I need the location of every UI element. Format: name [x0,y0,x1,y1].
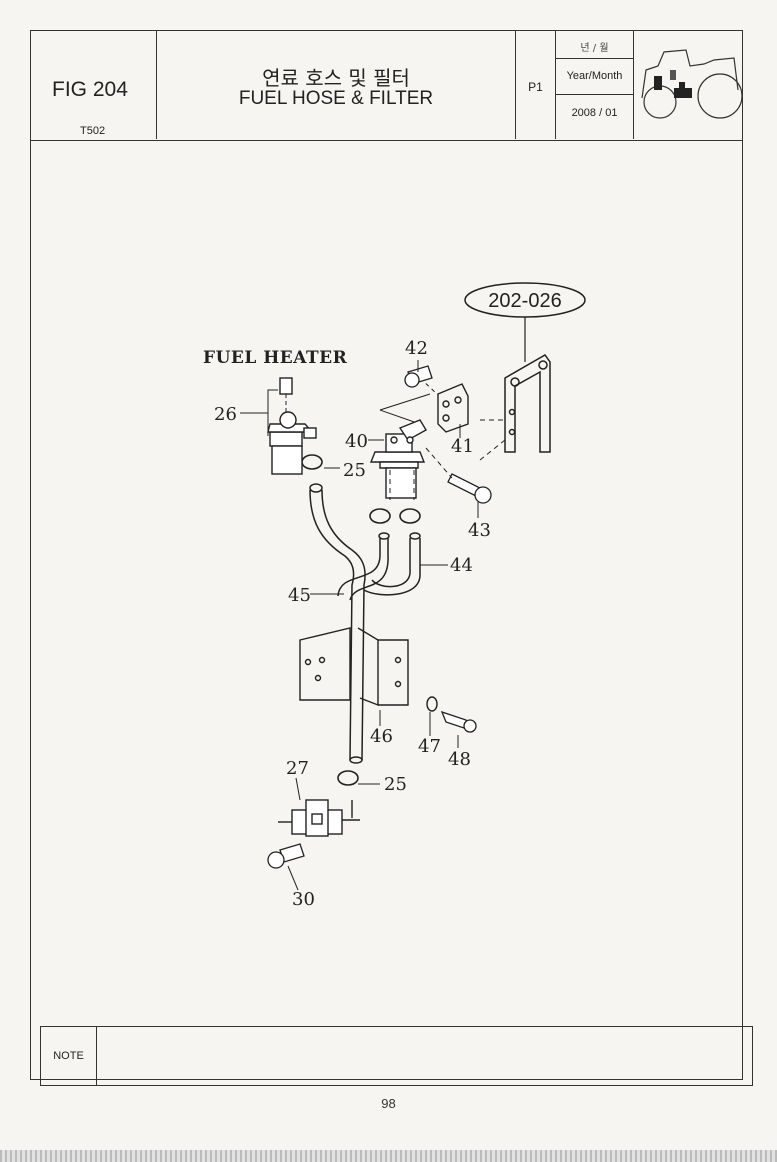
note-label: NOTE [41,1027,97,1085]
hose-clamps [301,454,421,786]
scan-edge [0,1150,777,1162]
thumbnail-cell [634,30,743,139]
title-english: FUEL HOSE & FILTER [238,88,434,109]
hose-bracket-46 [299,627,409,707]
model-code: T502 [80,125,106,137]
callout-41: 41 [451,436,474,457]
year-month-cell: 년 / 월 Year/Month 2008 / 01 [556,30,634,139]
fuel-pump-27 [278,799,360,837]
fuel-heater-26 [267,377,317,475]
year-month-korean: 년 / 월 [580,43,609,54]
support-bracket [504,354,551,453]
filter-mount-plate [437,383,469,433]
callout-42: 42 [405,338,428,359]
page-code: P1 [528,80,543,94]
title-block: FIG 204 T502 연료 호스 및 필터 FUEL HOSE & FILT… [30,30,743,141]
callout-27: 27 [286,758,309,779]
callout-46: 46 [370,726,393,747]
callout-25-lower: 25 [384,774,407,795]
page-frame [30,30,743,1080]
fuel-heater-label: FUEL HEATER [203,348,348,368]
tractor-icon [641,49,743,119]
title-cell: 연료 호스 및 필터 FUEL HOSE & FILTER [157,30,516,139]
fig-number: FIG 204 [52,78,128,101]
bolt-48 [440,710,477,733]
bolt-42 [404,365,433,388]
callout-26: 26 [214,404,237,425]
callout-44: 44 [450,555,473,576]
callout-30: 30 [292,889,315,910]
bolt-43 [447,473,492,504]
divider [556,58,633,59]
page-number: 98 [381,1096,396,1111]
leader-lines [240,360,479,891]
washer-47 [426,696,438,712]
fig-cell: FIG 204 T502 [30,30,157,139]
reference-part-label: 202-026 [488,290,561,312]
revision-date: 2008 / 01 [571,107,618,119]
page-code-cell: P1 [516,30,556,139]
year-month-label: Year/Month [566,70,623,82]
title-korean: 연료 호스 및 필터 [262,66,410,90]
divider [556,94,633,95]
fuel-filter-40 [369,419,427,499]
bolt-30 [267,843,305,869]
callout-47: 47 [418,736,441,757]
callout-40: 40 [345,431,368,452]
callout-48: 48 [448,749,471,770]
callout-45: 45 [288,585,311,606]
fuel-hoses [309,483,421,764]
note-box: NOTE [40,1026,753,1086]
callout-25: 25 [343,460,366,481]
callout-43: 43 [468,520,491,541]
